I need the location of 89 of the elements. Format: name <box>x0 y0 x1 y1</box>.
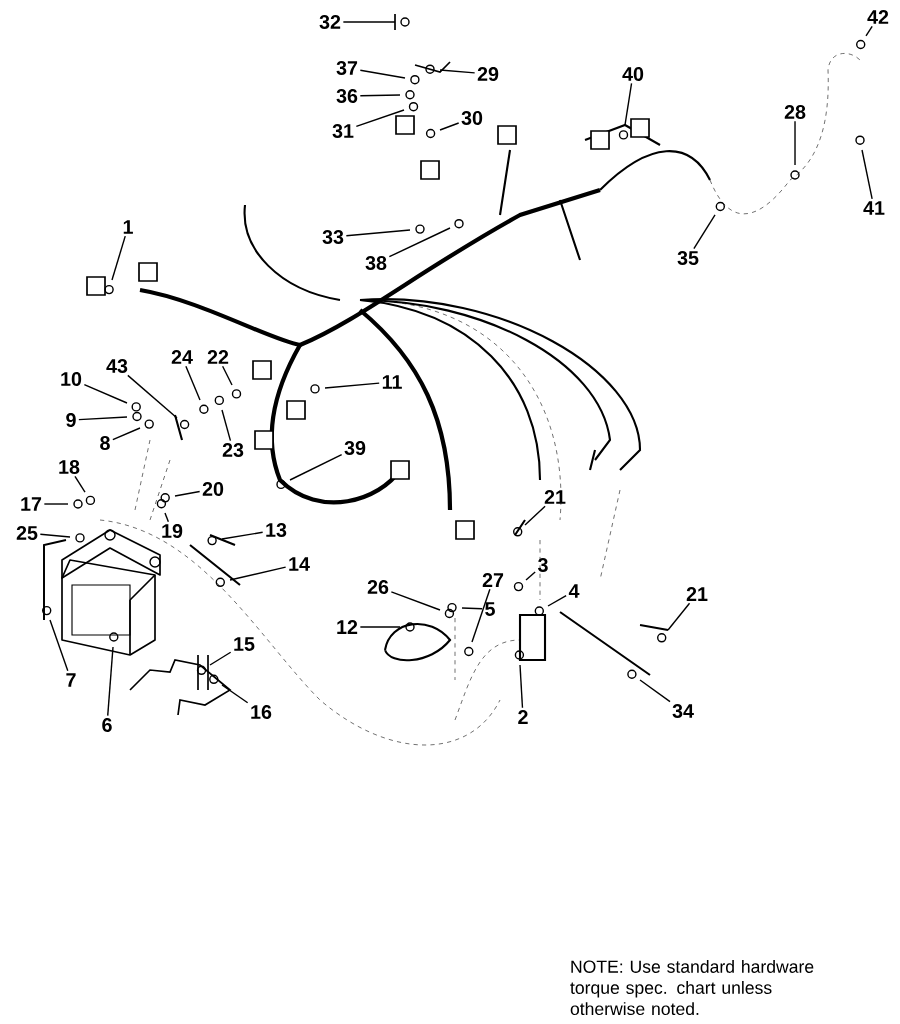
callout-number: 35 <box>677 251 699 265</box>
leader-line <box>359 626 401 628</box>
callout-number: 30 <box>461 111 483 125</box>
leader-line <box>43 503 69 505</box>
note-text: NOTE: Use standard hardware torque spec. chart unless otherwise noted. <box>570 959 814 1016</box>
leader-line <box>861 149 873 200</box>
leader-line <box>221 531 264 540</box>
callout-number: 14 <box>289 557 310 571</box>
callout-number: 17 <box>21 497 42 511</box>
callout-number: 43 <box>106 359 128 373</box>
callout-number: 38 <box>365 256 387 270</box>
callout-number: 23 <box>222 443 244 457</box>
callout-number: 3 <box>538 558 548 572</box>
callout-number: 1 <box>123 220 133 234</box>
leader-line <box>524 505 546 526</box>
leader-line <box>209 651 232 666</box>
callout-number: 21 <box>544 490 566 504</box>
callout-number: 16 <box>251 705 272 719</box>
callout-number: 10 <box>61 372 82 386</box>
leader-line <box>547 594 567 607</box>
callout-number: 39 <box>344 441 366 455</box>
callout-number: 22 <box>207 350 229 364</box>
callout-number: 41 <box>863 201 885 215</box>
leader-line <box>461 607 483 610</box>
leader-line <box>229 566 287 581</box>
callout-number: 6 <box>102 718 112 732</box>
callout-number: 18 <box>59 460 80 474</box>
callout-number: 8 <box>100 436 110 450</box>
callout-number: 4 <box>568 584 580 598</box>
callout-number: 27 <box>482 573 504 587</box>
callout-number: 9 <box>66 413 76 427</box>
callout-number: 19 <box>162 524 183 538</box>
leader-line <box>390 591 441 611</box>
callout-number: 36 <box>336 89 358 103</box>
leader-line <box>345 229 411 237</box>
callout-number: 34 <box>672 704 694 718</box>
leader-line <box>693 214 716 250</box>
callout-number: 28 <box>784 105 806 119</box>
leader-line <box>439 69 476 74</box>
leader-line <box>471 588 491 643</box>
callout-number: 42 <box>867 10 889 24</box>
leader-line <box>74 475 86 493</box>
callout-number: 37 <box>336 61 358 75</box>
callout-number: 26 <box>367 580 389 594</box>
leader-line <box>624 82 633 126</box>
callout-number: 40 <box>622 67 644 81</box>
leader-line <box>388 227 451 258</box>
callout-number: 31 <box>332 124 354 138</box>
callout-number: 13 <box>266 523 287 537</box>
callout-number: 33 <box>322 230 344 244</box>
callout-number: 25 <box>16 526 38 540</box>
leader-line <box>289 453 343 481</box>
callout-number: 32 <box>319 15 341 29</box>
leader-line <box>355 109 405 128</box>
leader-line <box>342 21 396 23</box>
leader-line <box>221 365 233 386</box>
callout-number: 15 <box>234 637 255 651</box>
leader-line <box>127 374 178 419</box>
leader-line <box>519 664 524 709</box>
leader-line <box>78 416 128 421</box>
leader-line <box>49 619 69 672</box>
leader-line <box>359 94 401 97</box>
callout-number: 2 <box>518 710 528 724</box>
leader-line <box>794 120 796 166</box>
leader-line <box>439 122 460 131</box>
leader-line <box>667 602 691 631</box>
leader-line <box>639 679 671 703</box>
leader-line <box>359 69 406 79</box>
callout-number: 21 <box>686 587 708 601</box>
callout-number: 11 <box>382 375 402 389</box>
leader-line <box>112 427 141 441</box>
leader-line <box>221 684 249 704</box>
leader-line <box>324 382 380 389</box>
leader-line <box>107 646 114 717</box>
leader-line <box>83 384 128 404</box>
callout-number: 24 <box>171 350 193 364</box>
leader-line <box>111 235 126 281</box>
callout-number: 29 <box>477 67 499 81</box>
callout-number: 20 <box>202 482 224 496</box>
leader-line <box>185 365 201 401</box>
callout-number: 7 <box>66 673 76 687</box>
leader-line <box>865 25 873 37</box>
leader-line <box>525 571 536 581</box>
leader-line <box>174 490 201 497</box>
leader-line <box>221 409 232 442</box>
callout-number: 5 <box>485 602 495 616</box>
callout-number: 12 <box>337 620 358 634</box>
leader-line <box>164 512 170 523</box>
leader-line <box>39 533 71 538</box>
